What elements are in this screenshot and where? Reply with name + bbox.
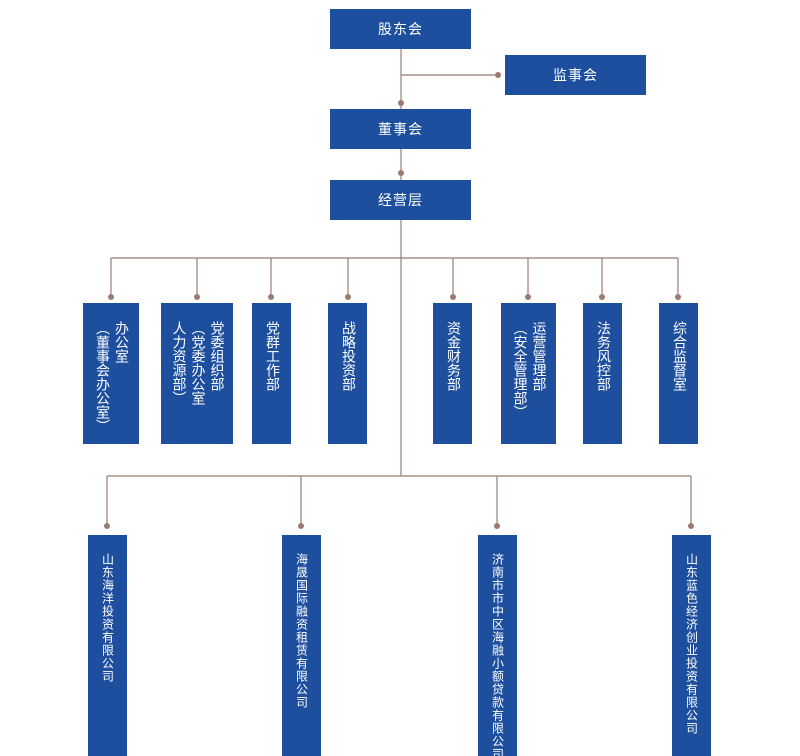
connector-dot <box>688 523 694 529</box>
connector-dot <box>495 72 501 78</box>
department-box: 资金财务部 <box>433 303 472 444</box>
subsidiary-box: 山东海洋投资有限公司 <box>88 535 127 756</box>
connector-dot <box>599 294 605 300</box>
board-of-directors-label: 董事会 <box>378 122 423 138</box>
department-name: 办公室 <box>113 321 129 363</box>
subsidiary-name: 山东蓝色经济创业投资有限公司 <box>684 553 699 735</box>
connector-dot <box>268 294 274 300</box>
department-box: 党群工作部 <box>252 303 291 444</box>
connector-dot <box>108 294 114 300</box>
department-name: 党委组织部 <box>208 321 225 391</box>
connector-dot <box>104 523 110 529</box>
department-name: 资金财务部 <box>445 321 461 391</box>
supervisory-board-label: 监事会 <box>553 68 598 84</box>
connector-dot <box>494 523 500 529</box>
department-name: 党群工作部 <box>264 321 280 391</box>
connector-dot <box>675 294 681 300</box>
department-box: 战略投资部 <box>328 303 367 444</box>
department-box: 党委组织部 （党委办公室 人力资源部） <box>161 303 233 444</box>
management-box: 经营层 <box>330 180 471 220</box>
department-name: 法务风控部 <box>595 321 611 391</box>
department-box: 法务风控部 <box>583 303 622 444</box>
connector-dot <box>450 294 456 300</box>
shareholders-meeting-label: 股东会 <box>378 22 423 38</box>
department-note: （董事会办公室） <box>94 321 110 433</box>
board-of-directors-box: 董事会 <box>330 109 471 149</box>
subsidiary-name: 海晟国际融资租赁有限公司 <box>294 553 309 709</box>
subsidiary-box: 山东蓝色经济创业投资有限公司 <box>672 535 711 756</box>
connector-dot <box>345 294 351 300</box>
shareholders-meeting-box: 股东会 <box>330 9 471 49</box>
department-name: 战略投资部 <box>340 321 356 391</box>
subsidiary-name: 济南市市中区海融小额贷款有限公司 <box>490 553 505 756</box>
subsidiary-name: 山东海洋投资有限公司 <box>100 553 115 683</box>
department-name: 综合监督室 <box>671 321 687 391</box>
department-note: 人力资源部） <box>170 321 187 405</box>
department-note: （安全管理部） <box>511 321 528 419</box>
department-box: 运营管理部 （安全管理部） <box>501 303 556 444</box>
connector-dot <box>398 100 404 106</box>
connector-dot <box>298 523 304 529</box>
subsidiary-box: 海晟国际融资租赁有限公司 <box>282 535 321 756</box>
department-box: 综合监督室 <box>659 303 698 444</box>
connector-dot <box>525 294 531 300</box>
department-note: （党委办公室 <box>189 321 206 405</box>
department-name: 运营管理部 <box>530 321 547 391</box>
management-label: 经营层 <box>378 193 423 209</box>
supervisory-board-box: 监事会 <box>505 55 646 95</box>
department-box: 办公室 （董事会办公室） <box>83 303 139 444</box>
connector-dot <box>398 170 404 176</box>
subsidiary-box: 济南市市中区海融小额贷款有限公司 <box>478 535 517 756</box>
connector-dot <box>194 294 200 300</box>
